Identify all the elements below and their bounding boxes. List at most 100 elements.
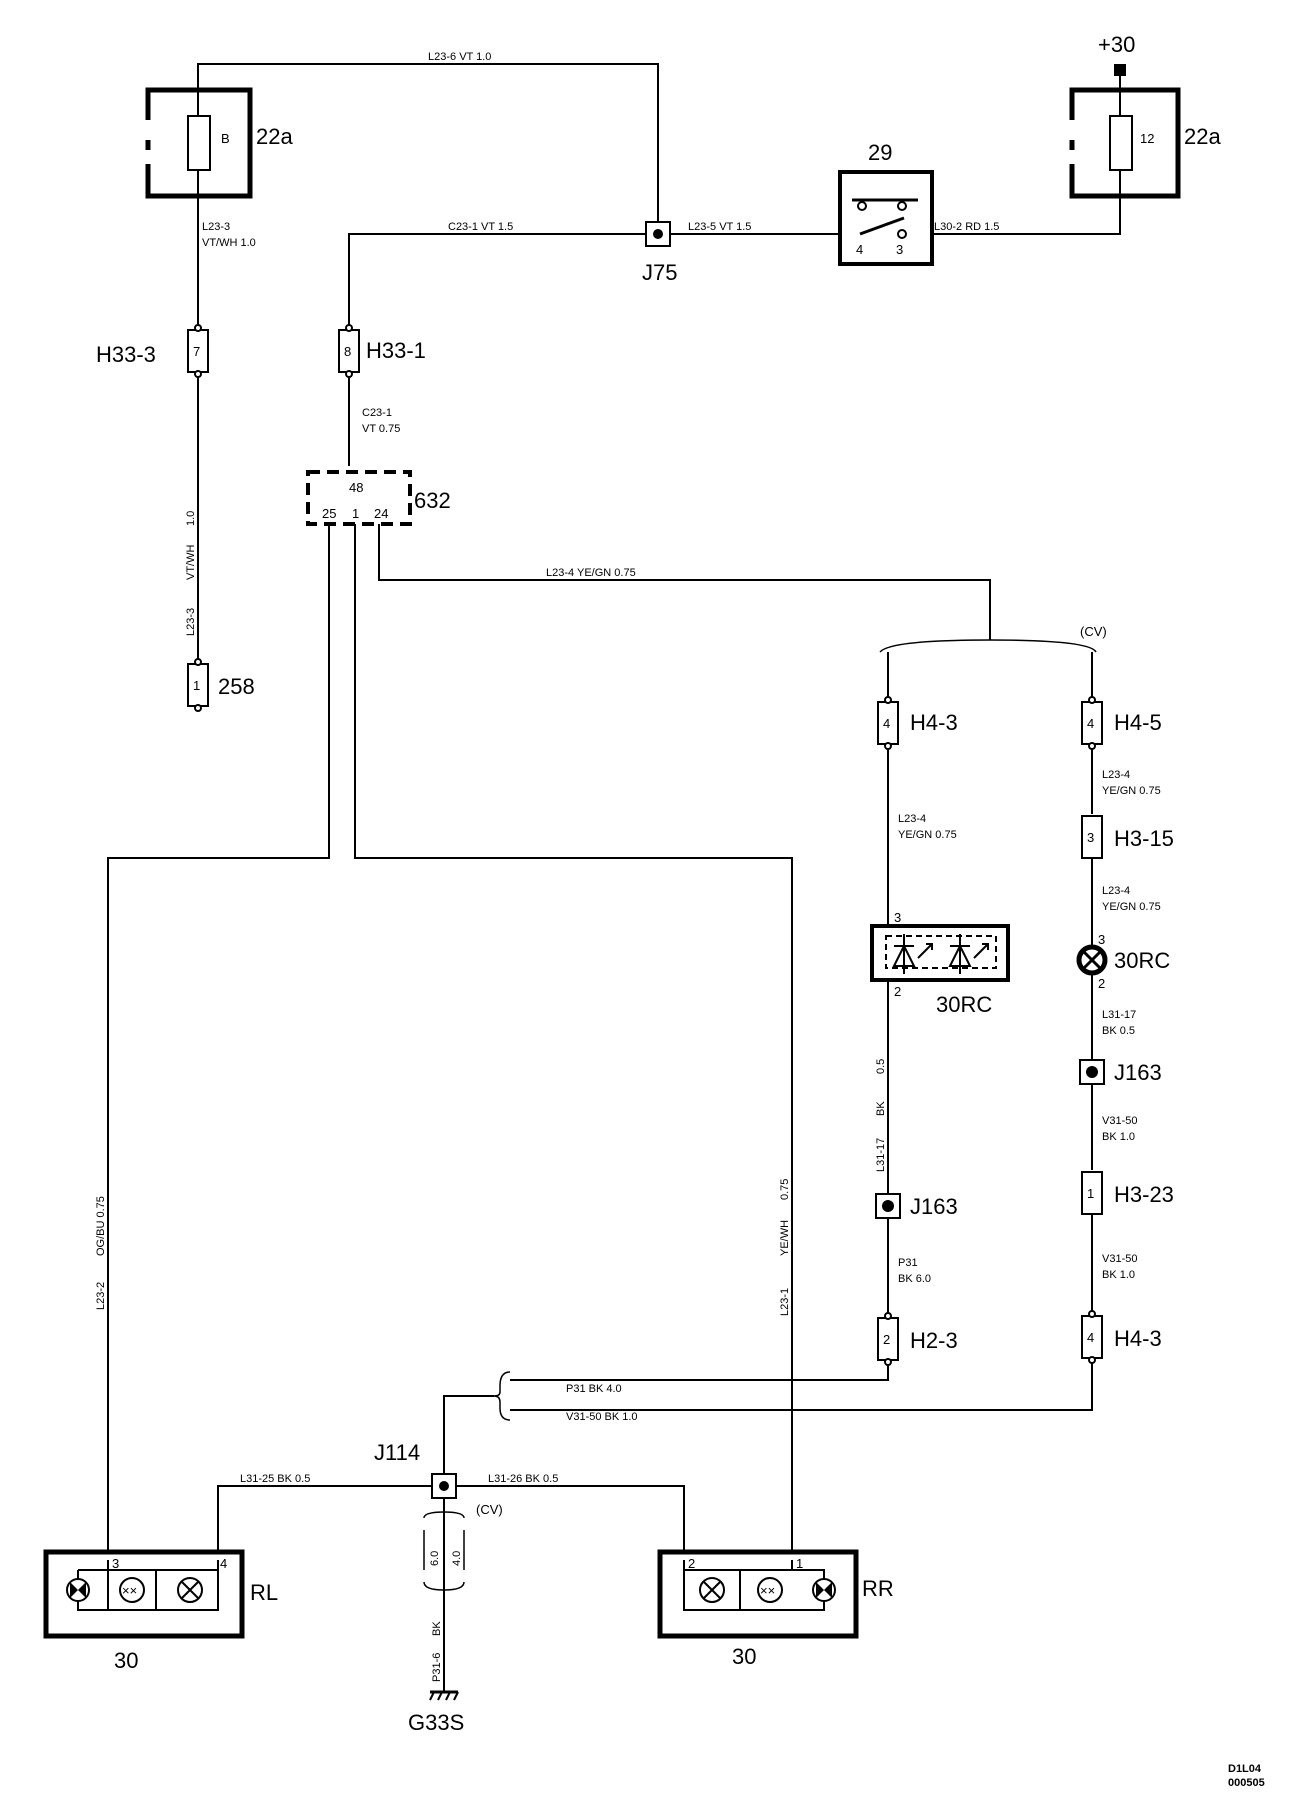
- wire-p31-h: [510, 1360, 889, 1381]
- footer-code-2: 000505: [1228, 1777, 1265, 1789]
- svg-text:L23-4: L23-4: [1102, 885, 1130, 897]
- svg-text:YE/WH: YE/WH: [779, 1220, 791, 1256]
- cv-bottom-label: (CV): [476, 1502, 503, 1517]
- fuse-right-id: 22a: [1184, 124, 1221, 149]
- svg-text:C23-1: C23-1: [362, 407, 392, 419]
- cv-split-bottom-top: [423, 1511, 465, 1519]
- svg-text:2: 2: [894, 984, 901, 999]
- svg-text:L31-17: L31-17: [875, 1138, 887, 1172]
- rl-label: RL: [250, 1580, 278, 1605]
- svg-text:4: 4: [1087, 716, 1094, 731]
- svg-text:V31-50: V31-50: [1102, 1115, 1137, 1127]
- svg-text:48: 48: [349, 480, 363, 495]
- connector-h33-1: 8 H33-1: [338, 324, 426, 378]
- svg-text:L31-25 BK 0.5: L31-25 BK 0.5: [240, 1473, 310, 1485]
- connector-h4-5: 4 H4-5: [1081, 696, 1162, 750]
- svg-text:4: 4: [1087, 1330, 1094, 1345]
- lamp-30rc: 3 2 30RC: [1076, 932, 1170, 991]
- svg-text:P31-6: P31-6: [431, 1653, 443, 1682]
- svg-text:2: 2: [1098, 976, 1105, 991]
- fuse-right-label: 12: [1140, 131, 1154, 146]
- switch-pin-4: 4: [856, 242, 863, 257]
- splice-j75: J75: [642, 221, 677, 285]
- svg-text:24: 24: [374, 506, 388, 521]
- h4-3-upper-label: H4-3: [910, 710, 958, 735]
- lamp-cluster-rr: ×× 2 1 RR 30: [657, 1549, 894, 1669]
- wires: [107, 63, 1121, 1692]
- svg-text:C23-1 VT 1.5: C23-1 VT 1.5: [448, 221, 513, 233]
- svg-text:2: 2: [688, 1556, 695, 1571]
- svg-text:VT 0.75: VT 0.75: [362, 423, 400, 435]
- svg-text:0.75: 0.75: [779, 1179, 791, 1200]
- svg-text:L31-17: L31-17: [1102, 1009, 1136, 1021]
- svg-text:3: 3: [894, 910, 901, 925]
- wire-l23-1: [354, 524, 793, 1560]
- wire-labels: L23-6 VT 1.0 L23-3 VT/WH 1.0 C23-1 VT 1.…: [95, 51, 1161, 1682]
- svg-text:BK 0.5: BK 0.5: [1102, 1025, 1135, 1037]
- svg-text:1: 1: [193, 678, 200, 693]
- svg-text:L23-5 VT 1.5: L23-5 VT 1.5: [688, 221, 751, 233]
- fuse-22a-right: 12 22a +30: [1069, 32, 1221, 199]
- svg-text:3: 3: [1098, 932, 1105, 947]
- supply-terminal: [1114, 64, 1126, 76]
- connector-632: 48 25 1 24 632: [306, 470, 451, 526]
- h4-5-label: H4-5: [1114, 710, 1162, 735]
- lamp-30rc-label: 30RC: [1114, 948, 1170, 973]
- svg-text:YE/GN 0.75: YE/GN 0.75: [898, 829, 957, 841]
- svg-text:BK: BK: [875, 1101, 887, 1116]
- svg-text:4: 4: [220, 1556, 227, 1571]
- connector-h2-3: 2 H2-3: [877, 1312, 958, 1366]
- h2-3-label: H2-3: [910, 1328, 958, 1353]
- wire-l30-2: [928, 170, 1121, 235]
- lamp-cluster-rl: ×× 3 4 RL 30: [43, 1549, 278, 1673]
- fuse-left-label: B: [221, 131, 230, 146]
- svg-text:YE/GN 0.75: YE/GN 0.75: [1102, 901, 1161, 913]
- switch-pin-3: 3: [896, 242, 903, 257]
- svg-text:6.0: 6.0: [429, 1551, 441, 1566]
- c258-label: 258: [218, 674, 255, 699]
- svg-text:VT/WH 1.0: VT/WH 1.0: [202, 237, 256, 249]
- svg-text:V31-50: V31-50: [1102, 1253, 1137, 1265]
- switch-29: 4 3 29: [838, 140, 934, 266]
- svg-text:L23-1: L23-1: [779, 1288, 791, 1316]
- svg-text:L23-4 YE/GN 0.75: L23-4 YE/GN 0.75: [546, 567, 636, 579]
- svg-text:VT/WH: VT/WH: [185, 545, 197, 580]
- svg-text:4: 4: [883, 716, 890, 731]
- led-30rc: 3 2 30RC: [870, 910, 1010, 1017]
- h33-1-label: H33-1: [366, 338, 426, 363]
- svg-text:BK 6.0: BK 6.0: [898, 1273, 931, 1285]
- j114-label: J114: [374, 1440, 420, 1465]
- rl-number: 30: [114, 1648, 138, 1673]
- svg-text:L23-4: L23-4: [898, 813, 926, 825]
- switch-id: 29: [868, 140, 892, 165]
- j163-left-label: J163: [910, 1194, 958, 1219]
- footer-codes: D1L04 000505: [1228, 1763, 1265, 1789]
- wire-c23-1-h: [348, 233, 652, 328]
- svg-text:L23-3: L23-3: [202, 221, 230, 233]
- svg-text:L23-6 VT 1.0: L23-6 VT 1.0: [428, 51, 491, 63]
- svg-text:8: 8: [344, 344, 351, 359]
- svg-text:0.5: 0.5: [875, 1059, 887, 1074]
- connector-h4-3-upper: 4 H4-3: [877, 696, 958, 750]
- splice-j114: J114 (CV): [374, 1440, 503, 1517]
- splice-j163-left: J163: [875, 1193, 958, 1219]
- h3-15-label: H3-15: [1114, 826, 1174, 851]
- connector-h33-3: 7 H33-3: [96, 324, 209, 378]
- h33-3-label: H33-3: [96, 342, 156, 367]
- svg-text:BK: BK: [431, 1621, 443, 1636]
- supply-label: +30: [1098, 32, 1135, 57]
- wire-l31-25: [217, 1485, 438, 1560]
- footer-code-1: D1L04: [1228, 1763, 1262, 1775]
- cv-top-label: (CV): [1080, 624, 1107, 639]
- ground-label: G33S: [408, 1710, 464, 1735]
- rr-number: 30: [732, 1644, 756, 1669]
- svg-text:L23-2: L23-2: [95, 1282, 107, 1310]
- svg-text:BK 1.0: BK 1.0: [1102, 1269, 1135, 1281]
- svg-text:L30-2 RD 1.5: L30-2 RD 1.5: [934, 221, 999, 233]
- fuse-left-id: 22a: [256, 124, 293, 149]
- svg-text:××: ××: [760, 1583, 775, 1598]
- svg-text:L31-26 BK 0.5: L31-26 BK 0.5: [488, 1473, 558, 1485]
- connector-h3-15: 3 H3-15: [1081, 815, 1174, 859]
- cv-split-bottom-bottom: [423, 1581, 465, 1591]
